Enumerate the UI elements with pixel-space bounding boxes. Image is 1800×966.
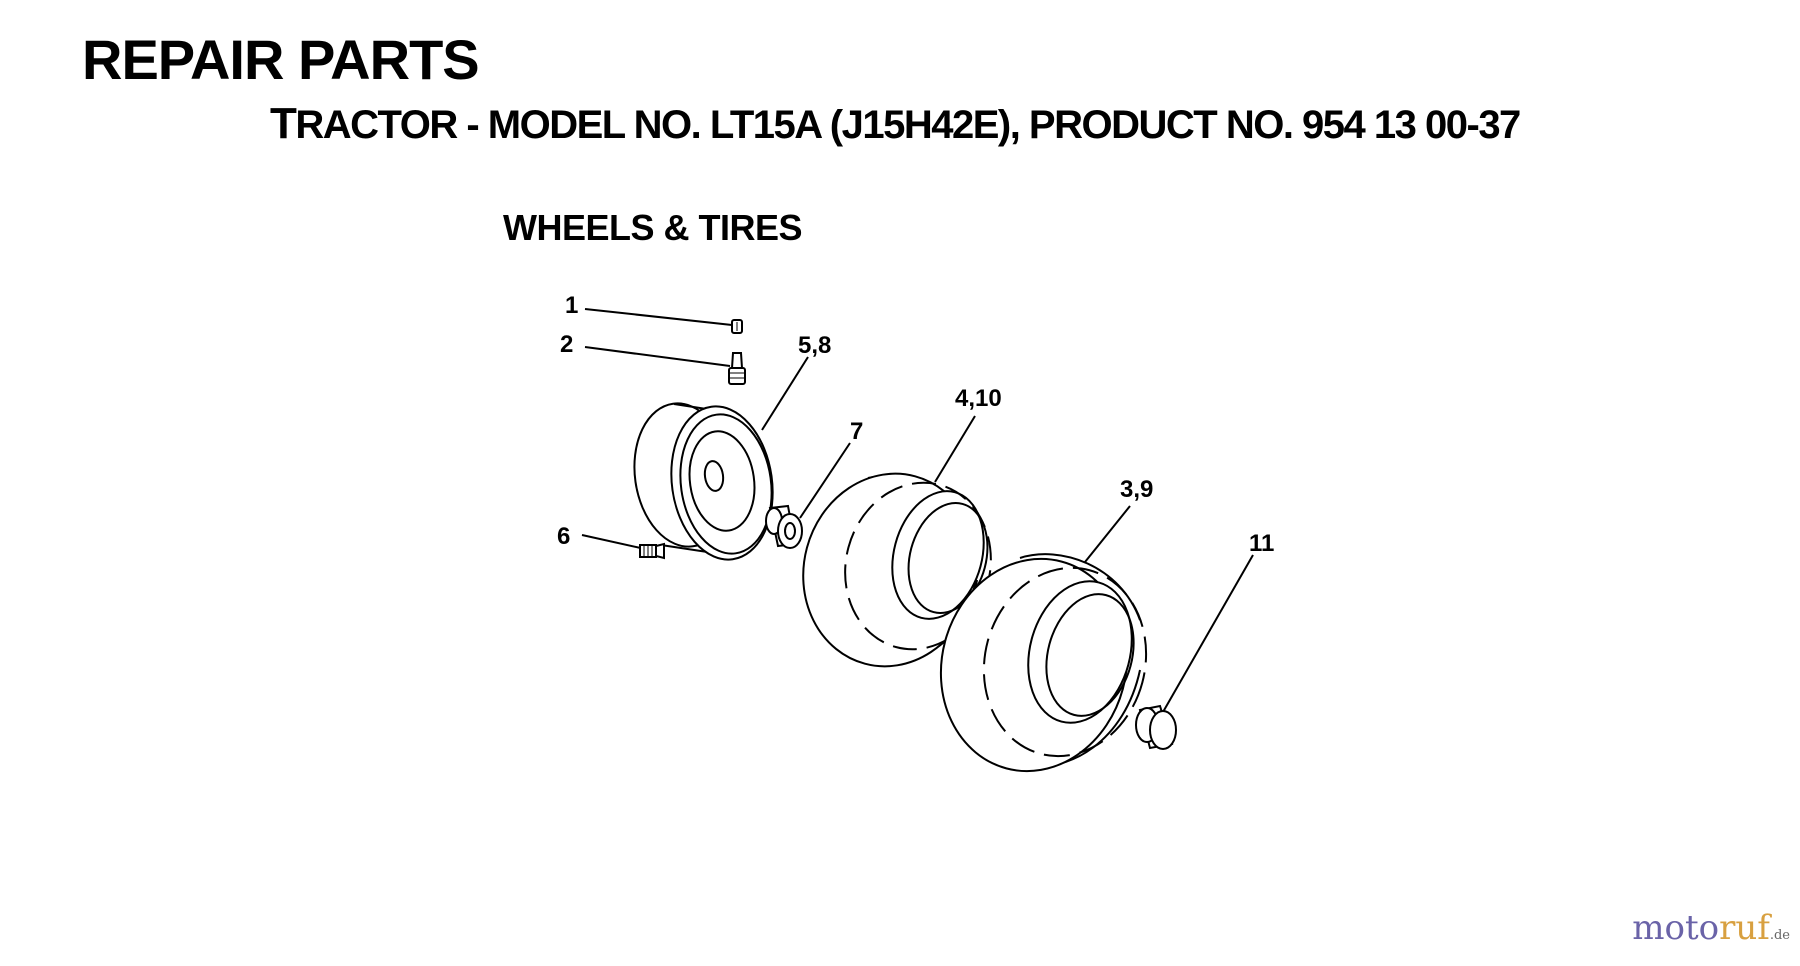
callout-1: 1 (565, 292, 578, 319)
callout-7: 7 (850, 418, 863, 445)
callout-2: 2 (560, 331, 573, 358)
subtitle-initial: T (270, 99, 297, 148)
rim-screw (639, 542, 665, 560)
callout-3-9: 3,9 (1120, 476, 1153, 503)
subtitle-text: RACTOR - MODEL NO. LT15A (J15H42E), PROD… (295, 103, 1521, 147)
rear-bushing (1135, 704, 1177, 750)
section-title: WHEELS & TIRES (503, 207, 803, 248)
bushing (765, 504, 803, 549)
callout-11: 11 (1249, 530, 1274, 557)
callout-6: 6 (557, 523, 570, 550)
callout-4-10: 4,10 (955, 385, 1002, 412)
valve-cap (731, 319, 743, 334)
leader-lines (581, 308, 1254, 713)
callout-5-8: 5,8 (798, 332, 831, 359)
front-tire (802, 472, 992, 668)
rear-tire (939, 553, 1148, 773)
wheel-rim (633, 402, 774, 561)
model-subtitle: TRACTOR - MODEL NO. LT15A (J15H42E), PRO… (270, 99, 1521, 149)
valve-stem (728, 352, 746, 385)
watermark-logo: motoruf.de (1632, 908, 1790, 948)
page-title: REPAIR PARTS (82, 28, 480, 91)
